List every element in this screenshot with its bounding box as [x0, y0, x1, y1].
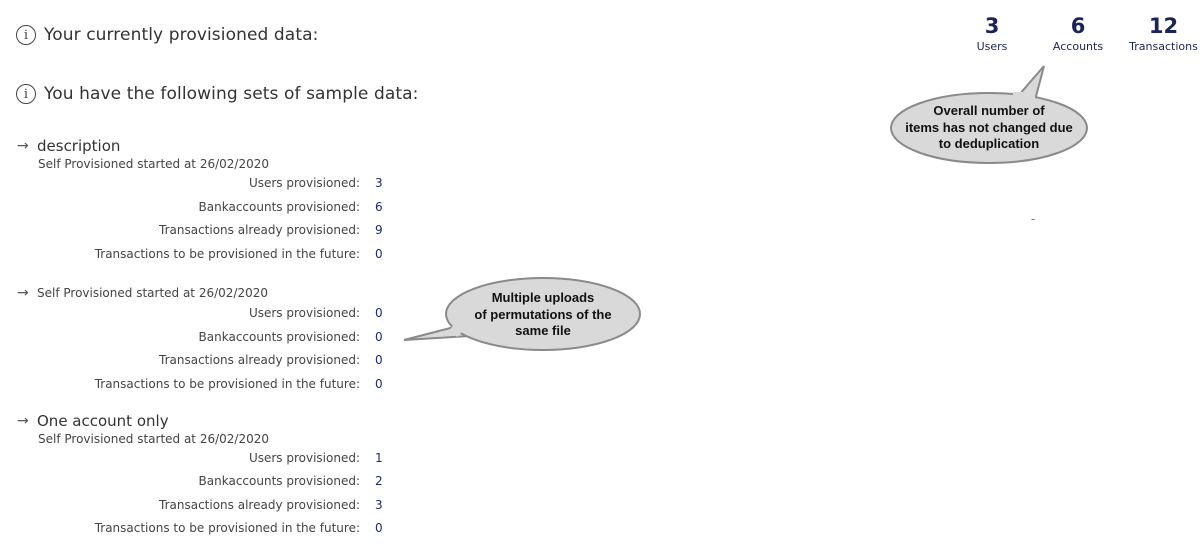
- sample-set-subtitle: Self Provisioned started at 26/02/2020: [38, 432, 269, 446]
- stat-row-tx-done: Transactions already provisioned: 0: [0, 353, 390, 371]
- arrow-right-icon: →: [17, 138, 29, 154]
- callout-line: to deduplication: [938, 136, 1040, 151]
- row-value: 2: [375, 474, 383, 488]
- row-value: 6: [375, 200, 383, 214]
- stat-label: Accounts: [1052, 40, 1104, 53]
- row-label: Transactions to be provisioned in the fu…: [94, 521, 360, 535]
- arrow-right-icon: →: [17, 285, 29, 301]
- sample-set-title[interactable]: → One account only: [17, 412, 169, 430]
- row-label: Transactions already provisioned:: [159, 223, 360, 237]
- row-value: 0: [375, 306, 383, 320]
- sample-set-title[interactable]: → Self Provisioned started at 26/02/2020: [17, 285, 268, 301]
- stat-row-users: Users provisioned: 0: [0, 306, 390, 324]
- stat-label: Transactions: [1129, 40, 1198, 53]
- arrow-right-icon: →: [17, 413, 29, 429]
- stat-row-tx-future: Transactions to be provisioned in the fu…: [0, 377, 390, 395]
- stat-row-users: Users provisioned: 3: [0, 176, 390, 194]
- sample-set-name: description: [37, 137, 121, 155]
- row-value: 0: [375, 377, 383, 391]
- stat-transactions: 12 Transactions: [1127, 12, 1200, 54]
- stat-row-bankaccounts: Bankaccounts provisioned: 6: [0, 200, 390, 218]
- sample-set-subtitle: Self Provisioned started at 26/02/2020: [38, 157, 269, 171]
- dash-separator: -: [1031, 212, 1036, 226]
- stat-row-tx-done: Transactions already provisioned: 3: [0, 498, 390, 516]
- stat-row-tx-future: Transactions to be provisioned in the fu…: [0, 521, 390, 539]
- callout-uploads-text: Multiple uploads of permutations of the …: [446, 290, 640, 340]
- row-value: 9: [375, 223, 383, 237]
- row-label: Users provisioned:: [248, 451, 360, 465]
- row-value: 3: [375, 176, 383, 190]
- info-circle-icon: i: [16, 84, 36, 104]
- row-value: 0: [375, 330, 383, 344]
- stat-row-users: Users provisioned: 1: [0, 451, 390, 469]
- stat-row-tx-future: Transactions to be provisioned in the fu…: [0, 247, 390, 265]
- stat-accounts: 6 Accounts: [1048, 12, 1108, 54]
- stat-value: 12: [1148, 14, 1179, 38]
- row-label: Transactions to be provisioned in the fu…: [94, 247, 360, 261]
- provisioned-data-heading: i Your currently provisioned data:: [16, 25, 318, 45]
- sample-set-subtitle: Self Provisioned started at 26/02/2020: [37, 286, 268, 300]
- stat-row-bankaccounts: Bankaccounts provisioned: 0: [0, 330, 390, 348]
- callout-dedup-text: Overall number of items has not changed …: [892, 103, 1086, 153]
- row-label: Transactions to be provisioned in the fu…: [94, 377, 360, 391]
- row-label: Bankaccounts provisioned:: [198, 330, 360, 344]
- callout-dedup-bubble: [890, 65, 1088, 164]
- heading-text: You have the following sets of sample da…: [44, 84, 419, 104]
- row-label: Bankaccounts provisioned:: [198, 474, 360, 488]
- callout-line: items has not changed due: [905, 119, 1073, 135]
- info-circle-icon: i: [16, 25, 36, 45]
- row-value: 0: [375, 521, 383, 535]
- heading-text: Your currently provisioned data:: [44, 25, 319, 45]
- row-label: Users provisioned:: [248, 306, 360, 320]
- stat-row-bankaccounts: Bankaccounts provisioned: 2: [0, 474, 390, 492]
- sample-set-title[interactable]: → description: [17, 137, 120, 155]
- row-label: Bankaccounts provisioned:: [198, 200, 360, 214]
- row-value: 3: [375, 498, 383, 512]
- stat-row-tx-done: Transactions already provisioned: 9: [0, 223, 390, 241]
- row-value: 1: [375, 451, 383, 465]
- callout-uploads-bubble: [403, 277, 641, 351]
- stat-value: 3: [984, 14, 1000, 38]
- callout-line: Multiple uploads: [491, 290, 595, 305]
- callout-line: same file: [515, 323, 571, 338]
- stat-value: 6: [1070, 14, 1086, 38]
- sample-set-name: One account only: [37, 412, 169, 430]
- callout-line: of permutations of the: [474, 306, 612, 322]
- row-label: Transactions already provisioned:: [159, 498, 360, 512]
- stat-users: 3 Users: [972, 12, 1012, 54]
- sample-data-heading: i You have the following sets of sample …: [16, 84, 419, 104]
- row-label: Users provisioned:: [248, 176, 360, 190]
- row-label: Transactions already provisioned:: [159, 353, 360, 367]
- row-value: 0: [375, 247, 383, 261]
- row-value: 0: [375, 353, 383, 367]
- stat-label: Users: [976, 40, 1008, 53]
- callout-line: Overall number of: [933, 103, 1045, 118]
